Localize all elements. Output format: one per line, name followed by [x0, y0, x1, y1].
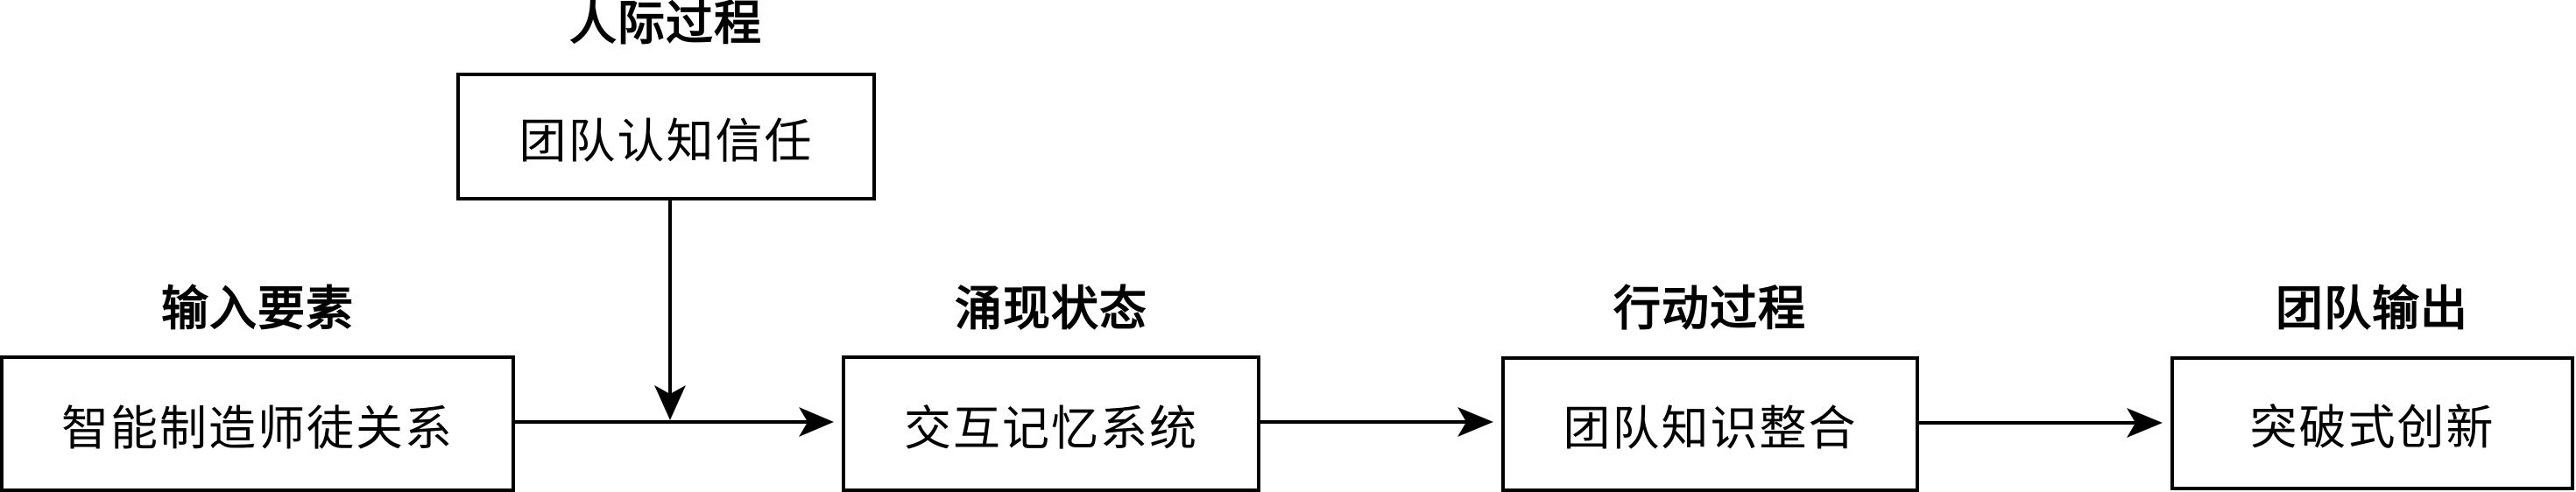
heading-emergent-state: 涌现状态 [955, 281, 1147, 336]
box-label: 团队知识整合 [1563, 401, 1858, 456]
box-label: 智能制造师徒关系 [61, 400, 454, 456]
box-team-cognitive-trust: 团队认知信任 [456, 73, 876, 200]
arrowhead-icon [1457, 407, 1493, 437]
arrowhead-icon [654, 385, 686, 420]
box-mentorship-relation: 智能制造师徒关系 [0, 355, 515, 492]
box-label: 交互记忆系统 [904, 400, 1198, 456]
arrowhead-icon [2127, 408, 2163, 438]
box-label: 突破式创新 [2249, 400, 2495, 455]
box-label: 团队认知信任 [519, 113, 814, 169]
heading-interpersonal-process: 人际过程 [569, 0, 762, 51]
box-knowledge-integration: 团队知识整合 [1501, 356, 1919, 492]
box-transactive-memory: 交互记忆系统 [842, 355, 1260, 492]
heading-input-factors: 输入要素 [161, 281, 354, 336]
arrowhead-icon [799, 407, 834, 437]
heading-action-process: 行动过程 [1613, 281, 1806, 336]
box-breakthrough-innovation: 突破式创新 [2170, 356, 2574, 490]
heading-team-output: 团队输出 [2276, 281, 2468, 336]
